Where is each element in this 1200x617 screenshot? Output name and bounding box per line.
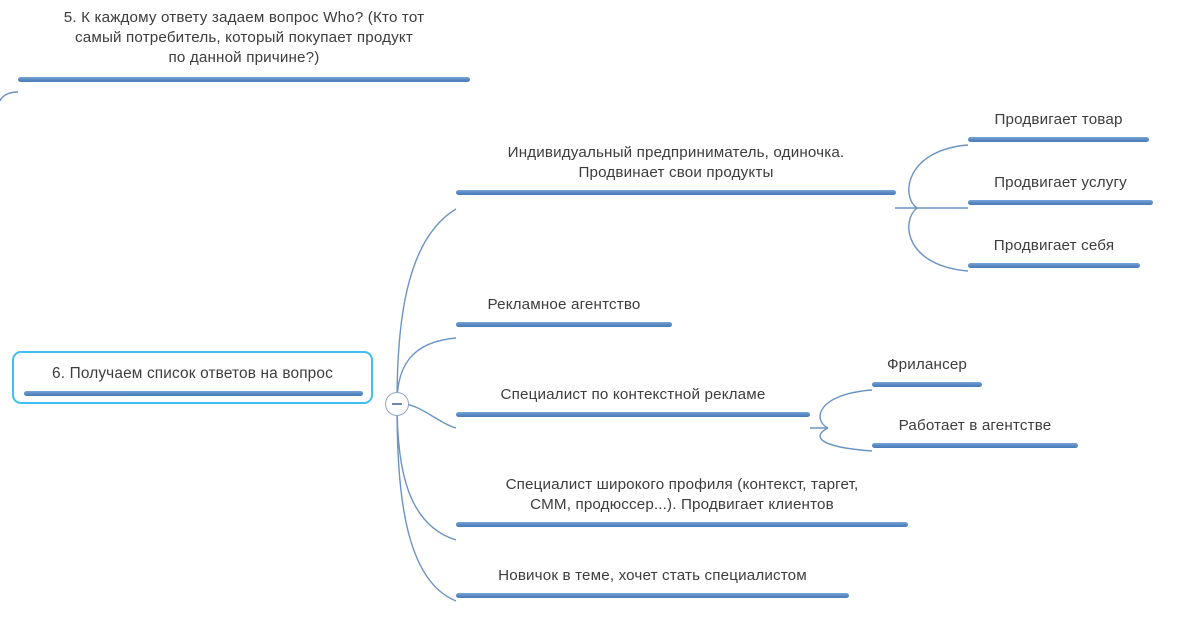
node-branch-5[interactable]: Новичок в теме, хочет стать специалистом	[456, 566, 849, 599]
connector-branch-3-to-child-2	[819, 427, 873, 452]
node-question-bar	[18, 76, 470, 82]
node-branch-1-child-3[interactable]: Продвигает себя	[968, 236, 1140, 269]
connector-center-to-branch-1	[396, 208, 457, 404]
node-branch-3-label: Специалист по контекстной рекламе	[500, 386, 766, 403]
node-branch-3-child-2[interactable]: Работает в агентстве	[872, 416, 1078, 449]
node-branch-4[interactable]: Специалист широкого профиля (контекст, т…	[456, 475, 908, 528]
connector-question-node	[0, 91, 19, 102]
connector-branch-1-to-child-3	[908, 207, 969, 272]
node-branch-1-child-2-label: Продвигает услугу	[994, 174, 1127, 191]
node-branch-1-child-2[interactable]: Продвигает услугу	[968, 173, 1153, 206]
connector-branch-3-to-child-1	[819, 389, 873, 429]
node-branch-1-child-1-label: Продвигает товар	[994, 111, 1123, 128]
node-center-bar	[24, 391, 363, 396]
minus-icon-glyph	[392, 403, 402, 405]
node-branch-5-bar	[456, 593, 849, 599]
node-branch-1-child-3-bar	[968, 263, 1140, 269]
node-branch-3-child-1-label: Фрилансер	[886, 356, 968, 373]
node-question[interactable]: 5. К каждому ответу задаем вопрос Who? (…	[18, 8, 470, 82]
node-branch-3-child-2-label: Работает в агентстве	[898, 417, 1052, 434]
minus-icon[interactable]	[385, 392, 409, 416]
node-center-label: 6. Получаем список ответов на вопрос	[52, 365, 333, 383]
node-branch-2-bar	[456, 322, 672, 328]
node-branch-1-child-2-bar	[968, 200, 1153, 206]
node-branch-4-label: Специалист широкого профиля (контекст, т…	[505, 476, 859, 514]
connector-center-to-branch-4	[396, 402, 457, 541]
node-branch-5-label: Новичок в теме, хочет стать специалистом	[498, 567, 807, 584]
connector-center-to-branch-2	[396, 337, 457, 404]
node-branch-2[interactable]: Рекламное агентство	[456, 295, 672, 328]
node-center[interactable]: 6. Получаем список ответов на вопрос	[12, 351, 373, 404]
node-branch-1-child-3-label: Продвигает себя	[993, 237, 1115, 254]
node-branch-3[interactable]: Специалист по контекстной рекламе	[456, 385, 810, 418]
node-question-label: 5. К каждому ответу задаем вопрос Who? (…	[63, 9, 425, 67]
node-branch-1-label: Индивидуальный предприниматель, одиночка…	[507, 144, 845, 182]
node-branch-3-child-1[interactable]: Фрилансер	[872, 355, 982, 388]
connector-center-to-branch-5	[396, 402, 457, 602]
node-branch-1-child-1-bar	[968, 137, 1149, 143]
node-branch-4-bar	[456, 522, 908, 528]
connector-branch-1-to-child-1	[908, 144, 969, 209]
node-branch-1[interactable]: Индивидуальный предприниматель, одиночка…	[456, 143, 896, 196]
node-branch-3-child-1-bar	[872, 382, 982, 388]
node-branch-1-bar	[456, 190, 896, 196]
node-branch-2-label: Рекламное агентство	[487, 296, 641, 313]
node-branch-1-child-1[interactable]: Продвигает товар	[968, 110, 1149, 143]
node-branch-3-bar	[456, 412, 810, 418]
node-branch-3-child-2-bar	[872, 443, 1078, 449]
